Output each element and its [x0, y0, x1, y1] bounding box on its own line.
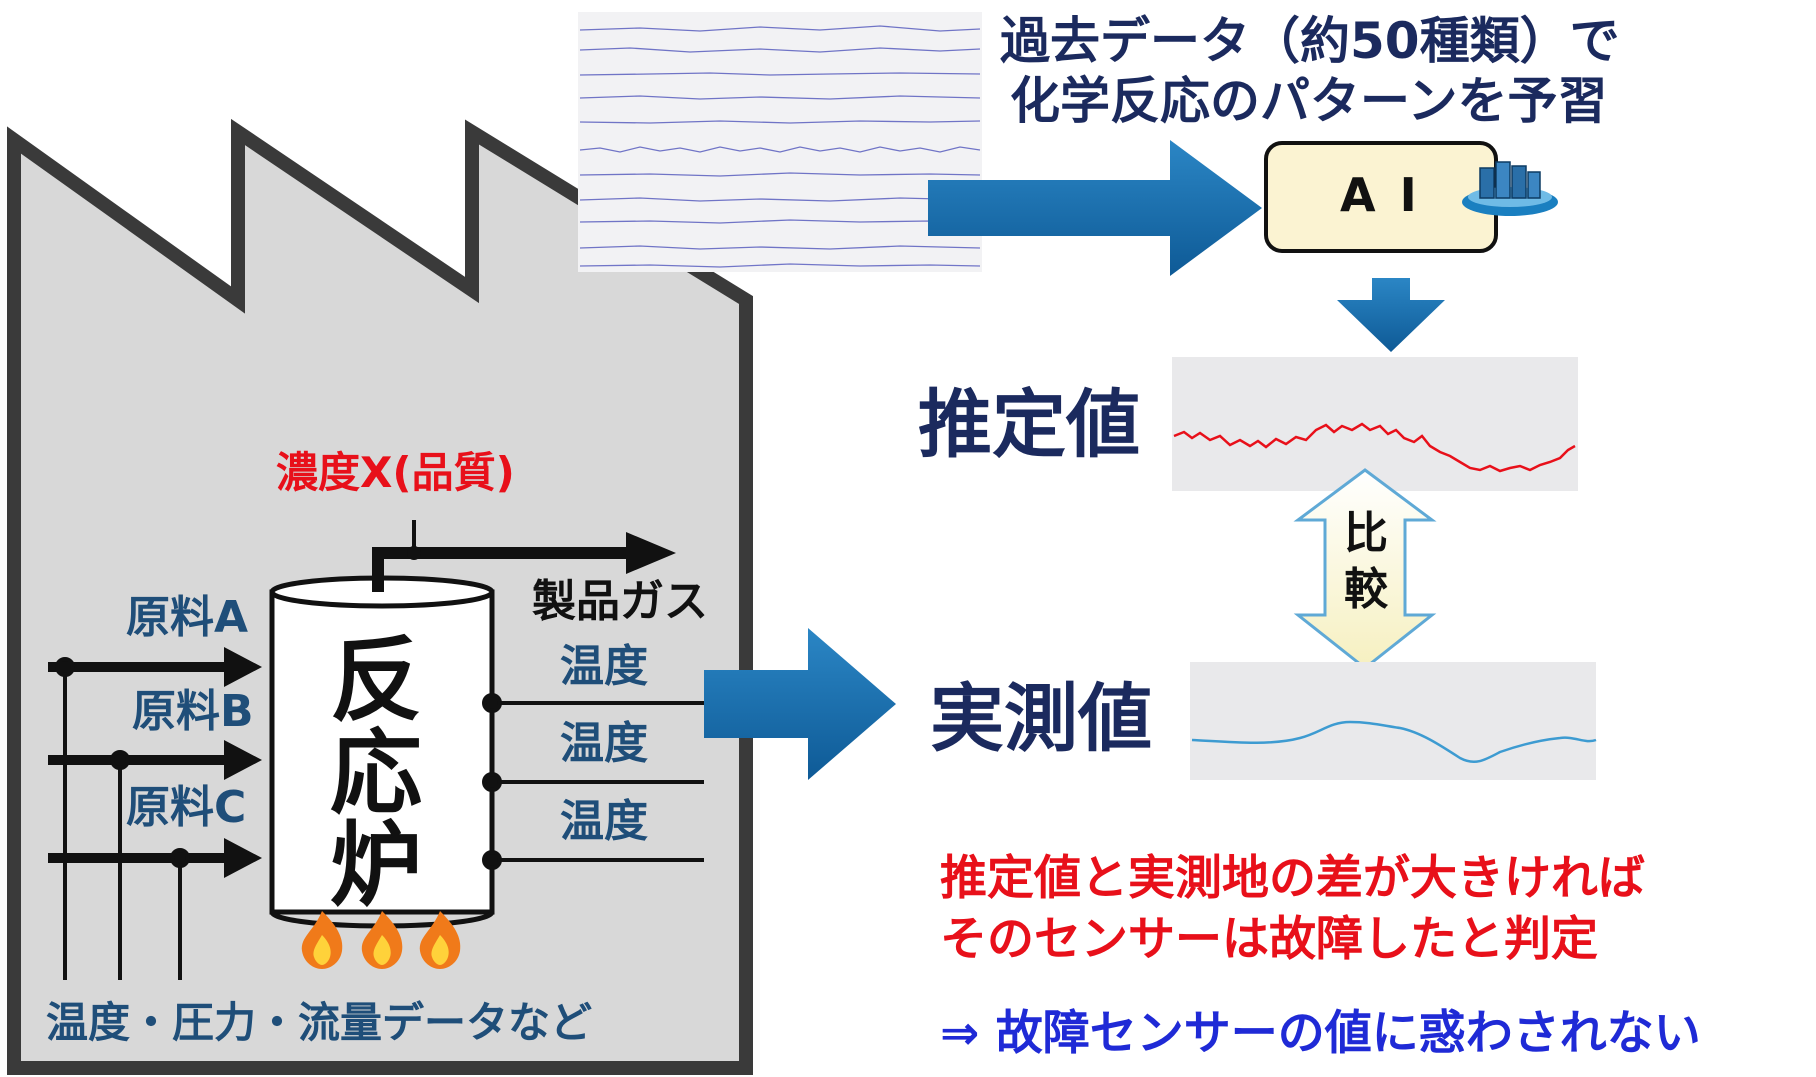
temperature-label-2: 温度	[560, 718, 648, 769]
temperature-label-3: 温度	[560, 796, 648, 847]
quality-label: 濃度X(品質)	[276, 448, 515, 497]
input-label-b: 原料B	[132, 686, 254, 737]
ai-label: A I	[1340, 168, 1421, 222]
reactor-char-3: 炉	[330, 812, 423, 919]
reactor	[269, 575, 495, 929]
title-line-1: 過去データ（約50種類）で	[1000, 12, 1620, 70]
conclusion-line-1: 推定値と実測地の差が大きければ	[940, 851, 1645, 906]
flame-icon	[301, 911, 461, 969]
measured-label: 実測値	[930, 676, 1152, 762]
reactor-char-1: 反	[330, 627, 423, 734]
reactor-char-2: 応	[330, 720, 423, 827]
estimated-chart	[1172, 357, 1578, 491]
estimated-label: 推定値	[918, 382, 1140, 468]
sensor-lines-temperature	[482, 693, 704, 870]
input-label-c: 原料C	[126, 782, 247, 833]
product-gas-pipe	[372, 547, 630, 592]
compare-char-1: 比	[1344, 508, 1388, 559]
database-stack-icon	[1462, 161, 1558, 216]
sensor-data-label: 温度・圧力・流量データなど	[46, 998, 593, 1047]
arrow-to-measured	[704, 628, 896, 780]
arrow-to-ai	[928, 140, 1262, 276]
measured-line	[1191, 720, 1597, 763]
product-gas-arrowhead	[626, 532, 676, 574]
estimated-line	[1173, 422, 1576, 473]
measured-chart	[1190, 662, 1597, 780]
conclusion-line-2: そのセンサーは故障したと判定	[940, 912, 1598, 967]
historical-data-panel	[578, 12, 982, 272]
sensor-lines-inputs	[55, 657, 190, 980]
title-line-2: 化学反応のパターンを予習	[1010, 72, 1608, 130]
input-arrows	[48, 647, 262, 878]
product-gas-label: 製品ガス	[532, 576, 708, 627]
temperature-label-1: 温度	[560, 641, 648, 692]
conclusion-line-3: ⇒ 故障センサーの値に惑わされない	[940, 1006, 1701, 1061]
arrow-ai-to-estimate	[1337, 278, 1445, 352]
compare-char-2: 較	[1344, 564, 1388, 615]
input-label-a: 原料A	[126, 592, 249, 643]
